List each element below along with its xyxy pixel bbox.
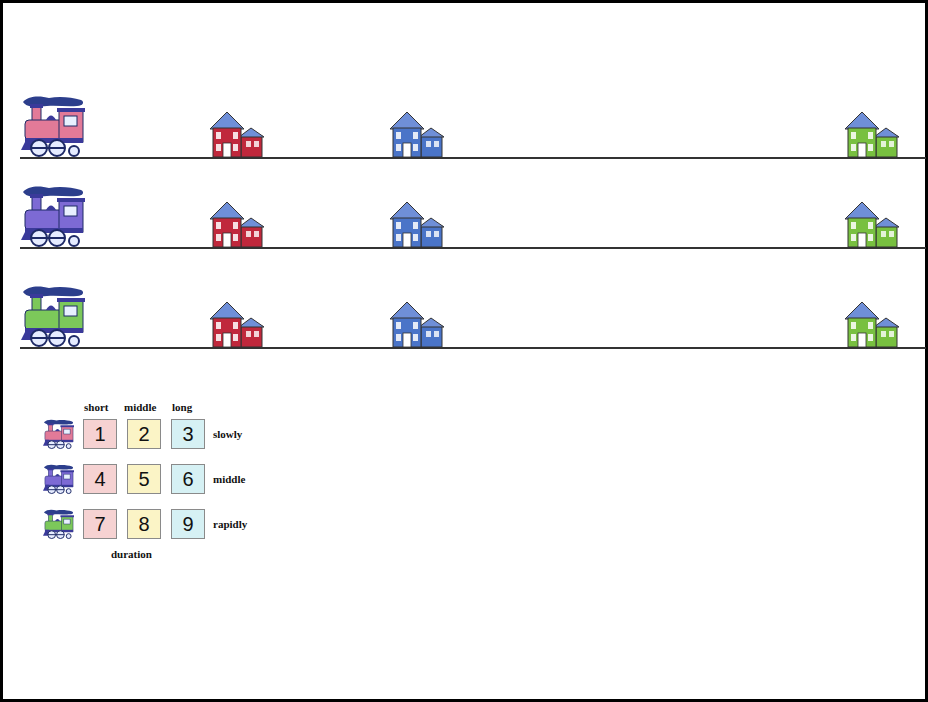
duration-cell: 9 — [171, 509, 205, 539]
train-icon — [21, 97, 85, 156]
cell-number: 4 — [94, 469, 105, 489]
house-icon — [845, 302, 899, 347]
train-icon — [21, 187, 85, 246]
house-icon — [210, 302, 264, 347]
row-label: middle — [213, 473, 245, 485]
train-icon — [43, 465, 74, 494]
house-icon — [210, 112, 264, 157]
house-icon — [390, 112, 444, 157]
cell-number: 2 — [138, 424, 149, 444]
cell-number: 3 — [182, 424, 193, 444]
duration-cell: 3 — [171, 419, 205, 449]
train-icon — [43, 510, 74, 539]
track — [20, 157, 926, 159]
house-icon — [390, 302, 444, 347]
house-icon — [845, 202, 899, 247]
duration-cell: 6 — [171, 464, 205, 494]
key-trains — [43, 420, 74, 539]
duration-cell: 7 — [83, 509, 117, 539]
duration-cell: 1 — [83, 419, 117, 449]
cell-number: 6 — [182, 469, 193, 489]
cell-number: 9 — [182, 514, 193, 534]
duration-cell: 8 — [127, 509, 161, 539]
house-icon — [390, 202, 444, 247]
house-icon — [210, 202, 264, 247]
track — [20, 247, 926, 249]
row-label: slowly — [213, 428, 242, 440]
train-icon — [43, 420, 74, 449]
duration-cell: 4 — [83, 464, 117, 494]
house-icon — [845, 112, 899, 157]
duration-cell: 5 — [127, 464, 161, 494]
duration-cell: 2 — [127, 419, 161, 449]
train-icon — [21, 287, 85, 346]
track — [20, 347, 926, 349]
column-header: long — [172, 401, 192, 413]
cell-number: 5 — [138, 469, 149, 489]
axis-label: duration — [111, 548, 152, 560]
cell-number: 7 — [94, 514, 105, 534]
cell-number: 1 — [94, 424, 105, 444]
column-header: short — [84, 401, 108, 413]
track-rows — [20, 97, 926, 348]
row-label: rapidly — [213, 518, 247, 530]
column-header: middle — [124, 401, 156, 413]
cell-number: 8 — [138, 514, 149, 534]
